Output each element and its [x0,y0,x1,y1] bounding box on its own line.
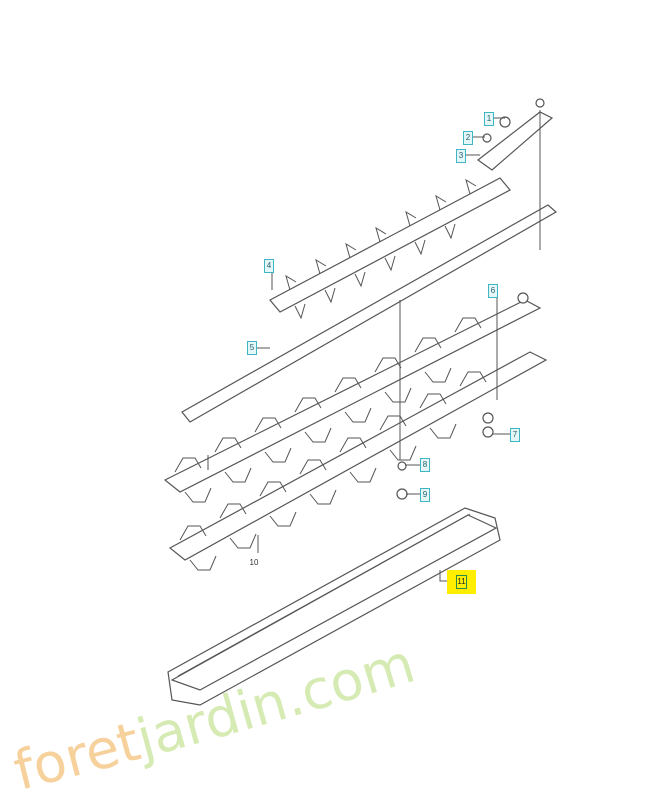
screw-part [396,292,529,500]
callout-11-label: 11 [456,575,467,589]
bracket-part [476,111,554,171]
callout-5[interactable]: 5 [247,341,257,355]
washer-part [482,133,492,143]
callout-9[interactable]: 9 [420,488,430,502]
callout-4[interactable]: 4 [264,259,274,273]
callout-7[interactable]: 7 [510,428,520,442]
upper-cutting-blade [163,299,542,503]
callout-3[interactable]: 3 [456,149,466,163]
top-toothed-blade [269,177,511,320]
lower-cutting-blade [168,351,548,571]
callout-2[interactable]: 2 [463,131,473,145]
callout-1[interactable]: 1 [484,112,494,126]
nut-part [535,98,545,108]
blade-guard-part [167,507,501,706]
nut-part [499,116,511,128]
callout-10[interactable]: 10 [249,558,259,567]
support-bar-part [181,204,558,423]
callout-8[interactable]: 8 [420,458,430,472]
callout-11-highlighted[interactable]: 11 [447,570,476,594]
callout-6[interactable]: 6 [488,284,498,298]
